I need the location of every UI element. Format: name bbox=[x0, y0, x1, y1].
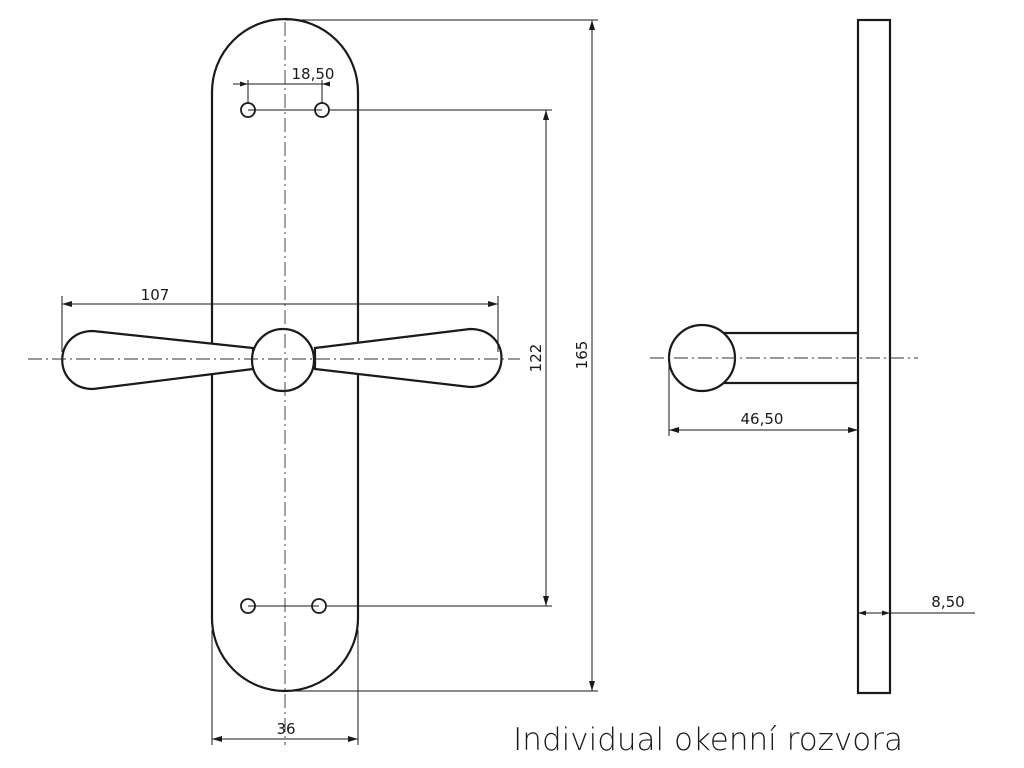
dimension-handle-length-label: 107 bbox=[141, 286, 170, 304]
dimension-hole-spacing-label: 18,50 bbox=[292, 65, 335, 83]
dimension-side-projection: 46,50 bbox=[668, 362, 858, 436]
dimension-hole-spacing: 18,50 bbox=[233, 65, 334, 103]
drawing-caption: Individual okenní rozvora bbox=[513, 722, 903, 758]
dimension-plate-height-label: 165 bbox=[573, 341, 591, 370]
rosette-circle bbox=[250, 327, 316, 393]
dimension-plate-width: 36 bbox=[211, 630, 359, 745]
dimension-plate-thickness: 8,50 bbox=[858, 593, 975, 616]
dimension-hole-center-distance-label: 122 bbox=[527, 344, 545, 373]
side-view: 46,50 8,50 bbox=[650, 18, 975, 695]
dimension-plate-width-label: 36 bbox=[276, 720, 295, 738]
dimension-hole-center-distance: 122 bbox=[327, 109, 552, 607]
front-view: 18,50 107 122 165 bbox=[28, 17, 598, 745]
dimension-plate-height: 165 bbox=[285, 19, 598, 692]
side-plate-outline bbox=[856, 18, 892, 695]
handle-lever-outline bbox=[61, 327, 503, 391]
dimension-handle-length: 107 bbox=[61, 286, 499, 352]
dimension-side-projection-label: 46,50 bbox=[741, 410, 784, 428]
dimension-plate-thickness-label: 8,50 bbox=[931, 593, 964, 611]
